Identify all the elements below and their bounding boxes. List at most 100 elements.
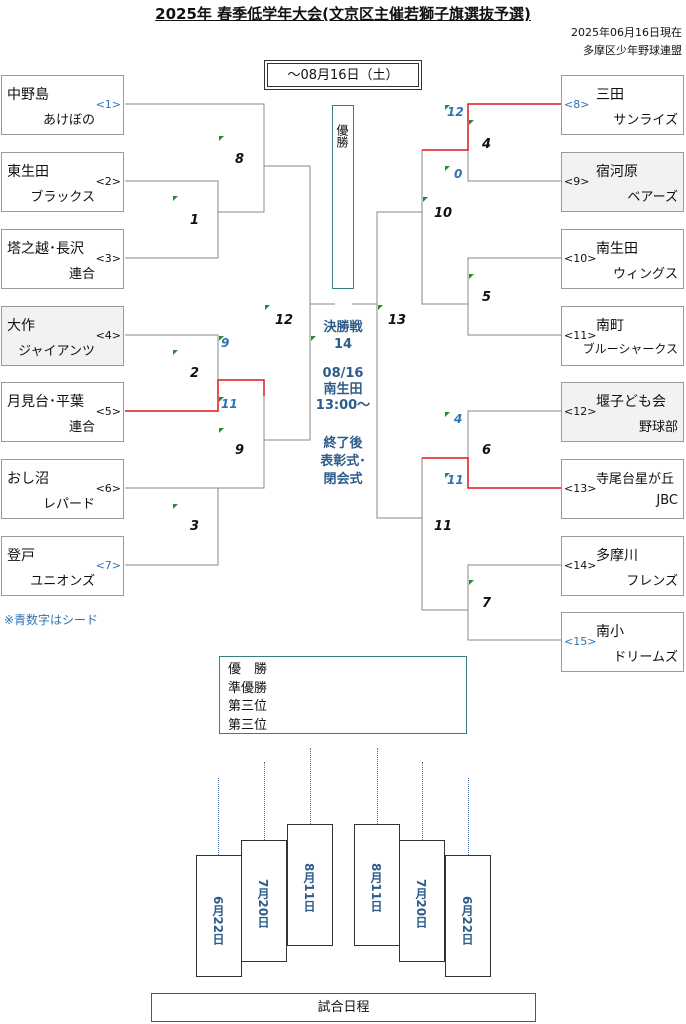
line-g8 <box>125 103 265 213</box>
schedule-dotted-line <box>422 762 423 840</box>
seed-number: <2> <box>95 175 121 188</box>
marker-triangle <box>311 336 316 341</box>
team-name-sub: 野球部 <box>638 420 678 435</box>
score-daisaku: 9 <box>221 336 230 350</box>
schedule-title: 試合日程 <box>151 993 536 1022</box>
marker-triangle <box>265 305 270 310</box>
schedule-box-5: 7月20日 <box>399 840 445 962</box>
team-name-sub: JBC <box>656 493 678 508</box>
game-number-6: 6 <box>482 443 492 458</box>
final-date: 08/16 <box>322 366 364 381</box>
game-number-7: 7 <box>482 596 492 611</box>
seed-note: ※青数字はシード <box>4 613 99 627</box>
team-name: 南町 <box>596 318 624 334</box>
team-14: 多摩川 フレンズ <14> <box>561 536 684 596</box>
game-number-2: 2 <box>190 366 200 381</box>
team-name-sub: サンライズ <box>613 113 678 128</box>
schedule-date: 6月22日 <box>211 896 225 946</box>
team-name-sub: レパード <box>42 497 95 512</box>
seed-number: <1> <box>95 98 121 111</box>
team-11: 南町 ブルーシャークス <11> <box>561 306 684 366</box>
schedule-date: 8月11日 <box>369 863 383 913</box>
game-number-8: 8 <box>235 152 245 167</box>
marker-triangle <box>469 274 474 279</box>
line-g2-top <box>125 334 219 380</box>
seed-number: <14> <box>564 559 597 572</box>
schedule-date: 8月11日 <box>302 863 316 913</box>
date-box: ～08月16日（土） <box>264 60 422 90</box>
final-venue: 南生田 <box>323 382 363 397</box>
page-title: 2025年 春季低学年大会(文京区主催若獅子旗選抜予選) <box>155 5 531 23</box>
team-name-sub: ベアーズ <box>627 190 678 205</box>
team-name: 堰子ども会 <box>596 394 666 410</box>
marker-triangle <box>378 305 383 310</box>
schedule-box-2: 7月20日 <box>241 840 287 962</box>
results-box: 優 勝 準優勝 第三位 第三位 <box>219 656 467 734</box>
team-name-sub: あけぼの <box>42 113 95 128</box>
schedule-date: 7月20日 <box>256 879 270 929</box>
line-g12 <box>264 165 311 441</box>
game-number-13: 13 <box>388 313 407 328</box>
score-shukugawara: 0 <box>454 167 463 181</box>
schedule-dotted-line <box>218 778 219 855</box>
team-15: 南小 ドリームズ <15> <box>561 612 684 672</box>
team-1: 中野島 あけぼの <1> <box>1 75 124 135</box>
line-g7 <box>467 564 561 641</box>
team-6: おし沼 レパード <6> <box>1 459 124 519</box>
as-of-date: 2025年06月16日現在 <box>571 26 682 39</box>
seed-number: <10> <box>564 252 597 265</box>
organizer: 多摩区少年野球連盟 <box>583 44 682 57</box>
team-name: 東生田 <box>7 164 49 180</box>
schedule-box-6: 6月22日 <box>445 855 491 977</box>
game-number-1: 1 <box>190 213 200 228</box>
team-4: 大作 ジャイアンツ <4> <box>1 306 124 366</box>
line-g5 <box>467 257 561 336</box>
seed-number: <3> <box>95 252 121 265</box>
team-name: 大作 <box>7 318 35 334</box>
team-name-sub: フレンズ <box>626 574 678 589</box>
champion-label: 優勝 <box>335 124 349 148</box>
result-third-2: 第三位 <box>228 718 268 733</box>
schedule-box-4: 8月11日 <box>354 824 400 946</box>
team-8: 三田 サンライズ <8> <box>561 75 684 135</box>
team-name-sub: ウィングス <box>612 267 678 282</box>
team-name: 登戸 <box>7 548 35 564</box>
marker-triangle <box>173 350 178 355</box>
marker-triangle <box>173 504 178 509</box>
schedule-box-1: 6月22日 <box>196 855 242 977</box>
team-name-sub: 連合 <box>68 420 95 435</box>
team-name: 南小 <box>596 624 624 640</box>
seed-number: <11> <box>564 329 597 342</box>
result-champion: 優 勝 <box>228 662 268 677</box>
marker-triangle <box>219 136 224 141</box>
team-10: 南生田 ウィングス <10> <box>561 229 684 289</box>
game-number-12: 12 <box>275 313 294 328</box>
after-final: 終了後 <box>323 436 363 451</box>
winner-line-g4 <box>422 103 561 151</box>
team-name-sub: ブラックス <box>30 190 95 205</box>
schedule-date: 6月22日 <box>460 896 474 946</box>
seed-number: <15> <box>564 635 597 648</box>
marker-triangle <box>173 196 178 201</box>
team-name: 宿河原 <box>596 164 638 180</box>
marker-triangle <box>423 197 428 202</box>
seed-number: <9> <box>564 175 590 188</box>
team-name: 三田 <box>596 87 624 103</box>
game-number-3: 3 <box>190 519 200 534</box>
game-number-9: 9 <box>235 443 245 458</box>
game-number-10: 10 <box>434 206 453 221</box>
team-name: おし沼 <box>7 471 49 487</box>
team-name-sub: 連合 <box>68 267 95 282</box>
seed-number: <8> <box>564 98 590 111</box>
team-name: 多摩川 <box>596 548 638 564</box>
team-name-sub: ドリームズ <box>613 650 678 665</box>
team-3: 塔之越･長沢 連合 <3> <box>1 229 124 289</box>
line-g1 <box>125 180 219 259</box>
marker-triangle <box>219 336 224 341</box>
marker-triangle <box>445 105 450 110</box>
champion-box: 優勝 <box>332 105 354 289</box>
team-5: 月見台･平葉 連合 <5> <box>1 382 124 442</box>
score-tsukimidai: 11 <box>221 397 238 411</box>
marker-triangle <box>445 412 450 417</box>
marker-triangle <box>469 120 474 125</box>
